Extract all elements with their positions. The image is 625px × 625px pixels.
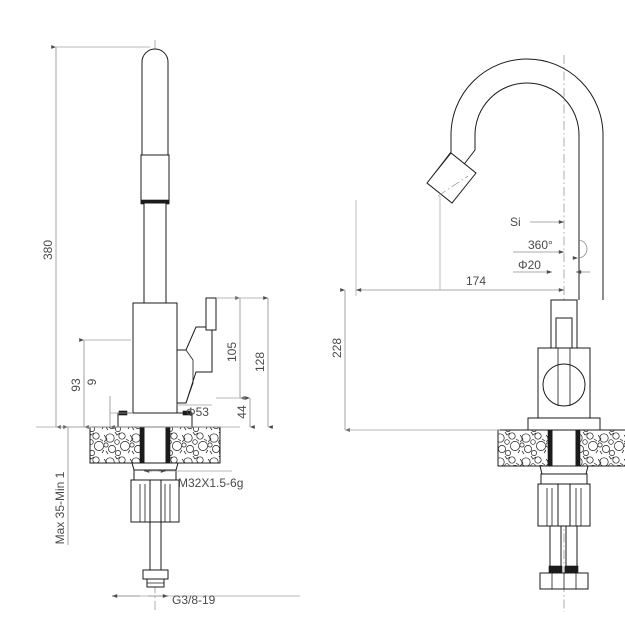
lever-boss-edge: [185, 349, 194, 404]
dim-label-lever-height: 44: [235, 405, 249, 419]
side-countertop-left: [497, 429, 551, 467]
side-riser-inner: [555, 317, 573, 349]
supply-tube-right: [565, 525, 578, 571]
side-base-flange: [527, 417, 601, 431]
lever-boss: [176, 326, 213, 404]
countertop-right: [167, 426, 221, 464]
side-hole-left-edge: [547, 429, 553, 467]
dim-label-inlet-thread: G3/8-19: [172, 593, 216, 607]
nozzle-centerline: [437, 175, 469, 197]
inlet-hex-nut: [142, 569, 169, 580]
side-view: Si 360° Φ20 174 228: [330, 55, 625, 612]
gooseneck-inner-wall: [451, 82, 580, 300]
swivel-arc-icon: [572, 239, 588, 260]
faucet-body: [132, 302, 178, 414]
spout-collar: [140, 154, 170, 204]
dim-label-overall-height: 380: [41, 240, 55, 260]
dim-label-spout-reach: 174: [466, 274, 486, 288]
lever-handle: [205, 297, 217, 331]
dim-label-spout-height: 228: [330, 338, 344, 358]
side-nut-center-bore: [557, 483, 571, 527]
dim-label-base-height: 9: [85, 378, 99, 385]
riser-tube: [143, 202, 167, 304]
gooseneck-outer-wall: [427, 58, 604, 300]
dim-label-swivel: 360°: [528, 238, 553, 252]
spout-nozzle: [426, 152, 477, 204]
supply-tube-left: [549, 525, 562, 571]
front-view: 380 93 9 105 128 44 Φ53: [36, 40, 300, 612]
dim-label-thread: M32X1.5-6g: [178, 476, 243, 490]
base-flange: [117, 412, 193, 428]
mounting-collar: [131, 462, 179, 471]
spout-tube: [141, 48, 169, 161]
base-flange-right-tick: [182, 410, 192, 416]
dim-label-mount-thickness: Max 35-Min 1: [53, 471, 67, 544]
side-mounting-washer: [540, 473, 588, 485]
dim-label-body-height: 93: [69, 378, 83, 392]
dim-label-aerator-note: Si: [510, 215, 521, 229]
dim-label-outlet-diameter: Φ20: [518, 258, 541, 272]
side-countertop-right: [577, 429, 625, 467]
side-mounting-collar: [539, 465, 589, 475]
counter-hole-right-edge: [165, 426, 171, 464]
dim-label-handle-height: 105: [225, 342, 239, 362]
mounting-shank: [143, 426, 167, 464]
dim-label-spout-offset: 128: [253, 352, 267, 372]
nut-center-bore: [149, 479, 162, 523]
mounting-washer: [133, 469, 177, 481]
supply-fitting-left: [548, 565, 563, 574]
side-hole-right-edge: [575, 429, 581, 467]
counter-hole-left-edge: [139, 426, 145, 464]
dim-label-body-diameter: Φ53: [186, 405, 209, 419]
handle-pivot-circle: [542, 363, 586, 407]
supply-fitting-right: [564, 565, 579, 574]
side-mounting-shank: [551, 429, 577, 467]
supply-tube: [149, 521, 162, 571]
countertop-left: [89, 426, 143, 464]
